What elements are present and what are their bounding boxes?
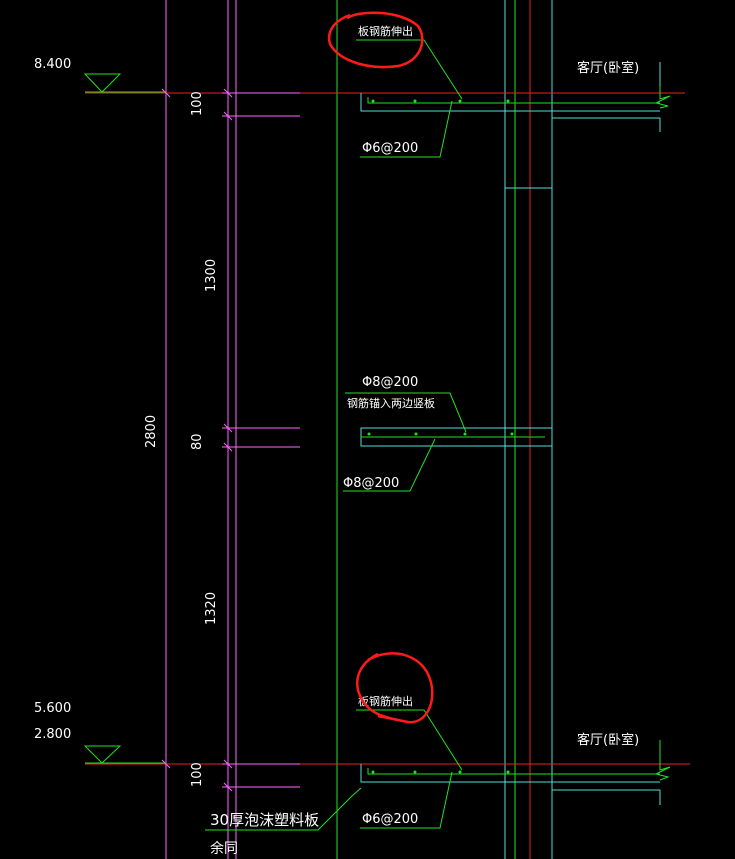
dim-seg1: 100 (190, 91, 205, 116)
level-bottom-a-label: 5.600 (34, 701, 71, 716)
rebar-mid-upper-label: Φ8@200 (362, 375, 418, 390)
room-bottom-label: 客厅(卧室) (577, 732, 639, 748)
leaders-bottom (205, 709, 463, 831)
level-marker-top (83, 73, 166, 93)
level-top-label: 8.400 (34, 57, 71, 72)
dimension-lines (161, 88, 300, 792)
same-note-label: 余同 (210, 840, 238, 857)
dim-seg2: 1300 (204, 259, 219, 292)
slab-middle (360, 427, 553, 447)
annotation-circle-bottom (356, 652, 434, 724)
dim-seg4: 1320 (204, 592, 219, 625)
rebar-mid-anchor-label: 钢筋锚入两边竖板 (347, 396, 435, 410)
rebar-top-label: Φ6@200 (362, 141, 418, 156)
slab-rebar-top-label: 板钢筋伸出 (358, 24, 413, 38)
dim-seg3: 80 (190, 433, 205, 450)
rebar-dots-bottom (371, 770, 510, 774)
red-axes (85, 92, 690, 765)
leaders-middle (343, 392, 467, 492)
slab-top (360, 85, 671, 132)
annotation-circle-top (327, 11, 424, 69)
level-bottom-b-label: 2.800 (34, 727, 71, 742)
dim-seg5: 100 (190, 762, 205, 787)
level-marker-bottom (83, 745, 166, 764)
dim-total: 2800 (144, 415, 159, 448)
rebar-dots-top (371, 99, 510, 103)
rebar-bottom-label: Φ6@200 (362, 812, 418, 827)
leaders-top (356, 39, 463, 158)
rebar-mid-lower-label: Φ8@200 (343, 476, 399, 491)
foam-board-label: 30厚泡沫塑料板 (210, 811, 319, 829)
slab-bottom (360, 740, 671, 805)
slab-rebar-bottom-label: 板钢筋伸出 (358, 694, 413, 708)
rebar-dots-middle (367, 432, 514, 436)
room-top-label: 客厅(卧室) (577, 60, 639, 76)
structure-lines (165, 0, 553, 859)
